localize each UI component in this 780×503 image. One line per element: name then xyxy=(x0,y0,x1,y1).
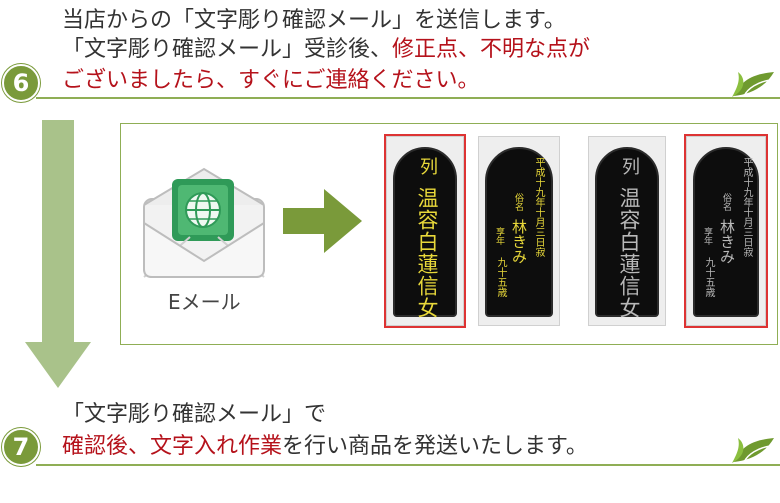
plaque-age: 九十五歳 xyxy=(495,257,506,297)
step7-line2-normal: を行い商品を発送いたします。 xyxy=(282,434,588,459)
step6-line2: 「文字彫り確認メール」受診後、修正点、不明な点が xyxy=(62,35,590,64)
plaque-name-label: 俗名 xyxy=(721,193,731,211)
down-arrow-shaft xyxy=(42,120,74,342)
step6-badge: 6 xyxy=(2,64,40,102)
plaque-mark: 列 xyxy=(619,157,640,175)
step6-line3: ございましたら、すぐにご連絡ください。 xyxy=(62,68,480,93)
right-arrow-shaft xyxy=(283,208,325,234)
plaque-name: 林きみ xyxy=(718,219,736,264)
plaque-front-silver: 列 温容白蓮信女 xyxy=(588,136,666,326)
leaf-icon xyxy=(732,72,774,97)
step6-line2-red: 修正点、不明な点が xyxy=(392,37,591,62)
step6-divider xyxy=(36,97,780,99)
plaque-front-gold: 列 温容白蓮信女 xyxy=(384,134,466,328)
plaque-age: 九十五歳 xyxy=(703,257,714,297)
step6-line1: 当店からの「文字彫り確認メール」を送信します。 xyxy=(62,8,566,33)
plaque-date: 平成十九年十月三日寂 xyxy=(533,157,544,257)
right-arrow-head xyxy=(324,189,362,253)
plaque-name-label: 俗名 xyxy=(513,193,523,211)
step7-line2: 確認後、文字入れ作業を行い商品を発送いたします。 xyxy=(62,432,588,461)
plaque-age-label: 享年 xyxy=(702,227,712,245)
plaque-age-label: 享年 xyxy=(494,227,504,245)
down-arrow-head xyxy=(25,342,91,388)
step7-line1: 「文字彫り確認メール」で xyxy=(62,402,327,427)
plaque-back-gold: 平成十九年十月三日寂 俗名 林きみ 享年 九十五歳 xyxy=(478,136,560,326)
email-label: Eメール xyxy=(168,290,241,314)
plaque-main-text: 温容白蓮信女 xyxy=(617,187,641,319)
envelope-globe-icon xyxy=(143,167,265,278)
plaque-name: 林きみ xyxy=(510,219,528,264)
plaque-back-silver: 平成十九年十月三日寂 俗名 林きみ 享年 九十五歳 xyxy=(684,134,768,328)
step7-badge: 7 xyxy=(2,428,40,466)
step7-line2-red: 確認後、文字入れ作業 xyxy=(62,434,283,459)
leaf-icon xyxy=(732,438,774,463)
step6-line2-normal: 「文字彫り確認メール」受診後、 xyxy=(62,37,393,62)
plaque-mark: 列 xyxy=(417,157,438,175)
step7-divider xyxy=(36,464,780,466)
plaque-main-text: 温容白蓮信女 xyxy=(415,187,439,319)
plaque-date: 平成十九年十月三日寂 xyxy=(741,157,752,257)
